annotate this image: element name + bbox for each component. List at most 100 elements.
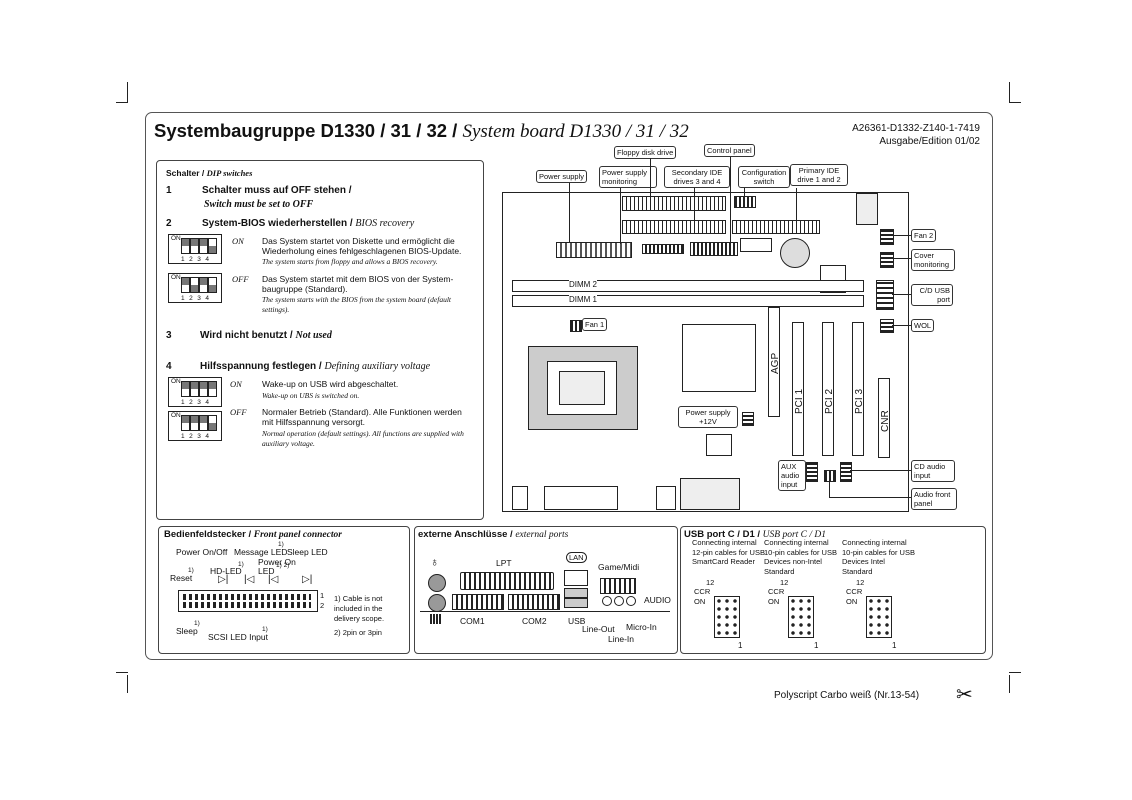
led-icon: ♁ <box>430 555 439 569</box>
led-symbol-icon: ▷| <box>218 574 229 585</box>
crop-mark <box>127 82 128 102</box>
dip-item1-num: 1 <box>166 185 172 196</box>
dimm1-slot: DIMM 1 <box>512 295 864 307</box>
fp-power-onoff: Power On/Off <box>176 547 228 557</box>
cnr-slot <box>878 378 890 458</box>
ext-com1: COM1 <box>460 616 485 626</box>
audio-front-connector <box>824 470 836 482</box>
dip-item1-de: Schalter muss auf OFF stehen / <box>202 185 352 196</box>
dip-heading: Schalter / DIP switches <box>166 168 253 178</box>
page-card <box>145 112 993 660</box>
primary-ide-connector <box>732 220 820 234</box>
reference-code: A26361-D1332-Z140-1-7419 <box>852 123 980 134</box>
ext-lpt: LPT <box>496 558 512 568</box>
dip-switch-graphic: ON 1234 <box>168 411 222 441</box>
led-symbol-icon: |◁ <box>244 574 255 585</box>
power-supply-connector <box>556 242 632 258</box>
dip-item2-title: System-BIOS wiederherstellen / BIOS reco… <box>202 218 415 229</box>
led-symbol-icon: ▷| <box>302 574 313 585</box>
usb1-pin12: 12 <box>706 578 715 587</box>
dip-item4-title: Hilfsspannung festlegen / Defining auxil… <box>200 361 431 372</box>
leader-line <box>829 497 911 498</box>
rear-io-block <box>544 486 618 510</box>
crop-mark <box>116 102 128 103</box>
ext-com2: COM2 <box>522 616 547 626</box>
lpt-port <box>460 572 554 590</box>
dimm2-slot: DIMM 2 <box>512 280 864 292</box>
label-secondary-ide: Secondary IDE drives 3 and 4 <box>664 166 730 188</box>
fp-sleep-led: Sleep LED <box>287 547 328 557</box>
item2-off-en: The system starts with the BIOS from the… <box>262 295 452 314</box>
fp-note1: 1) Cable is not included in the delivery… <box>334 594 385 623</box>
dip-item3-num: 3 <box>166 330 172 341</box>
ext-line-out: Line-Out <box>582 624 615 634</box>
scissors-icon: ✂ <box>956 684 973 706</box>
ps-monitoring-connector <box>642 244 684 254</box>
usb2-ccr: CCR <box>768 587 785 596</box>
crop-mark <box>116 672 128 673</box>
pci3-slot <box>852 322 864 456</box>
leader-line <box>730 157 731 243</box>
item2-off-de: Das System startet mit dem BIOS von der … <box>262 274 454 294</box>
usb1-pin1: 1 <box>738 641 743 650</box>
leader-line <box>620 188 621 244</box>
item2-on-en: The system starts from floppy and allows… <box>262 257 438 266</box>
crop-mark <box>1009 102 1021 103</box>
fp-pin1: 1 <box>320 591 325 600</box>
fp-footnote-mark: 1) <box>238 561 244 568</box>
ext-line-in: Line-In <box>608 634 634 644</box>
cd-audio-connector <box>840 462 852 482</box>
fan2-connector <box>880 229 894 245</box>
dip-switch-graphic: ON 1234 <box>168 377 222 407</box>
usb-col1-text: Connecting internal 12-pin cables for US… <box>692 538 765 566</box>
crop-mark <box>1009 672 1021 673</box>
page-title: Systembaugruppe D1330 / 31 / 32 / System… <box>154 120 689 143</box>
footer-paper-text: Polyscript Carbo weiß (Nr.13-54) <box>774 690 920 701</box>
leader-line <box>569 183 570 243</box>
leader-line <box>650 158 651 198</box>
label-aux: AUX audio input <box>778 460 806 491</box>
leader-line <box>892 325 911 326</box>
front-panel-heading: Bedienfeldstecker / Front panel connecto… <box>164 529 342 540</box>
board-chip <box>740 238 772 252</box>
leader-line <box>796 188 797 222</box>
dip-item2-num: 2 <box>166 218 172 229</box>
label-primary-ide: Primary IDE drive 1 and 2 <box>790 164 848 186</box>
fp-sleep: Sleep <box>176 626 198 636</box>
fp-footnote-mark: 1) <box>188 567 194 574</box>
label-audio-front: Audio front panel <box>911 488 957 510</box>
board-chip <box>856 193 878 225</box>
label-cd-audio: CD audio input <box>911 460 955 482</box>
label-cd-usb: C/D USB port <box>911 284 953 306</box>
port-symbol <box>430 614 442 624</box>
usb2-pin1: 1 <box>814 641 819 650</box>
rear-io-block <box>680 478 740 510</box>
cd-usb-connector <box>876 280 894 310</box>
floppy-connector <box>622 196 726 211</box>
battery <box>780 238 810 268</box>
audio-jack <box>602 596 612 606</box>
label-control-panel: Control panel <box>704 144 755 157</box>
item2-on-state: ON <box>232 236 244 246</box>
item4-on-de: Wake-up on USB wird abgeschaltet. <box>262 379 399 389</box>
cnr-label: CNR <box>880 410 891 432</box>
chipset <box>682 324 756 392</box>
item4-on-en: Wake-up on UBS is switched on. <box>262 391 360 400</box>
usb3-pin1: 1 <box>892 641 897 650</box>
fp-footnote-mark: 1) <box>278 541 284 548</box>
ps2-port <box>428 594 446 612</box>
ext-game-midi: Game/Midi <box>598 562 640 572</box>
fan1-connector <box>570 320 582 332</box>
fp-footnote-mark: 1) <box>262 626 268 633</box>
agp-slot <box>768 307 780 417</box>
divider <box>420 611 670 612</box>
fp-hd-led: HD-LED <box>210 566 242 576</box>
leader-line <box>694 188 695 222</box>
com1-port <box>452 594 504 610</box>
cover-connector <box>880 252 894 268</box>
usb-port <box>564 588 588 598</box>
audio-jack <box>614 596 624 606</box>
reference-block: A26361-D1332-Z140-1-7419 Ausgabe/Edition… <box>852 122 980 148</box>
fp-power-on-led: Power On LED <box>258 557 296 576</box>
usb1-ccr: CCR <box>694 587 711 596</box>
